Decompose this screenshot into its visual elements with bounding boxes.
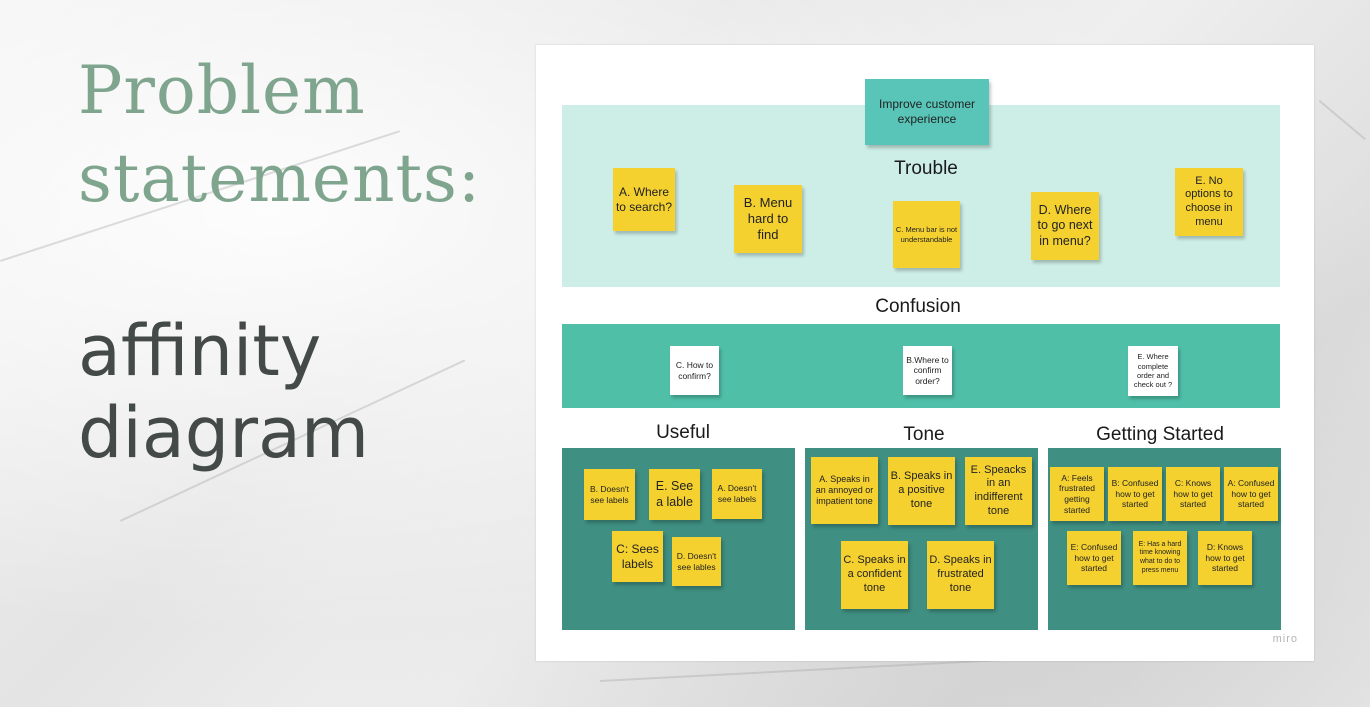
marble-vein — [1318, 100, 1366, 141]
sticky-note[interactable]: B. Menu hard to find — [734, 185, 802, 253]
tone-label: Tone — [903, 424, 945, 445]
sticky-note[interactable]: A: Feels frustrated getting started — [1050, 467, 1104, 521]
sticky-note[interactable]: E: Has a hard time knowing what to do to… — [1133, 531, 1187, 585]
subtitle-line-2: diagram — [78, 392, 370, 474]
sticky-note[interactable]: B.Where to confirm order? — [903, 346, 952, 395]
sticky-note[interactable]: D: Knows how to get started — [1198, 531, 1252, 585]
goal-note[interactable]: Improve customer experience — [865, 79, 989, 145]
sticky-note[interactable]: B. Doesn't see labels — [584, 469, 635, 520]
sticky-note[interactable]: D. Doesn't see lables — [672, 537, 721, 586]
miro-watermark: miro — [1272, 633, 1298, 645]
sticky-note[interactable]: C. How to confirm? — [670, 346, 719, 395]
sticky-note[interactable]: E. Speacks in an indifferent tone — [965, 457, 1032, 525]
sticky-note[interactable]: C. Menu bar is not understandable — [893, 201, 960, 268]
sticky-note[interactable]: C: Knows how to get started — [1166, 467, 1220, 521]
subtitle-line-1: affinity — [78, 310, 322, 392]
sticky-note[interactable]: E: Confused how to get started — [1067, 531, 1121, 585]
sticky-note[interactable]: A. Where to search? — [613, 168, 675, 231]
sticky-note[interactable]: E. Where complete order and check out ? — [1128, 346, 1178, 396]
sticky-note[interactable]: E. See a lable — [649, 469, 700, 520]
sticky-note[interactable]: D. Where to go next in menu? — [1031, 192, 1099, 260]
title-line-1: Problem — [78, 52, 366, 129]
sticky-note[interactable]: C. Speaks in a confident tone — [841, 541, 908, 609]
sticky-note[interactable]: D. Speaks in frustrated tone — [927, 541, 994, 609]
sticky-note[interactable]: A. Doesn't see labels — [712, 469, 762, 519]
sticky-note[interactable]: B. Speaks in a positive tone — [888, 457, 955, 525]
confusion-label: Confusion — [875, 296, 961, 317]
sticky-note[interactable]: A: Confused how to get started — [1224, 467, 1278, 521]
trouble-label: Trouble — [894, 158, 958, 179]
sticky-note[interactable]: C: Sees labels — [612, 531, 663, 582]
title-line-2: statements: — [78, 140, 482, 217]
affinity-board: Improve customer experience Trouble A. W… — [536, 45, 1314, 661]
useful-label: Useful — [656, 422, 710, 443]
getting-started-label: Getting Started — [1096, 424, 1224, 445]
sticky-note[interactable]: A. Speaks in an annoyed or impatient ton… — [811, 457, 878, 524]
sticky-note[interactable]: B: Confused how to get started — [1108, 467, 1162, 521]
sticky-note[interactable]: E. No options to choose in menu — [1175, 168, 1243, 236]
